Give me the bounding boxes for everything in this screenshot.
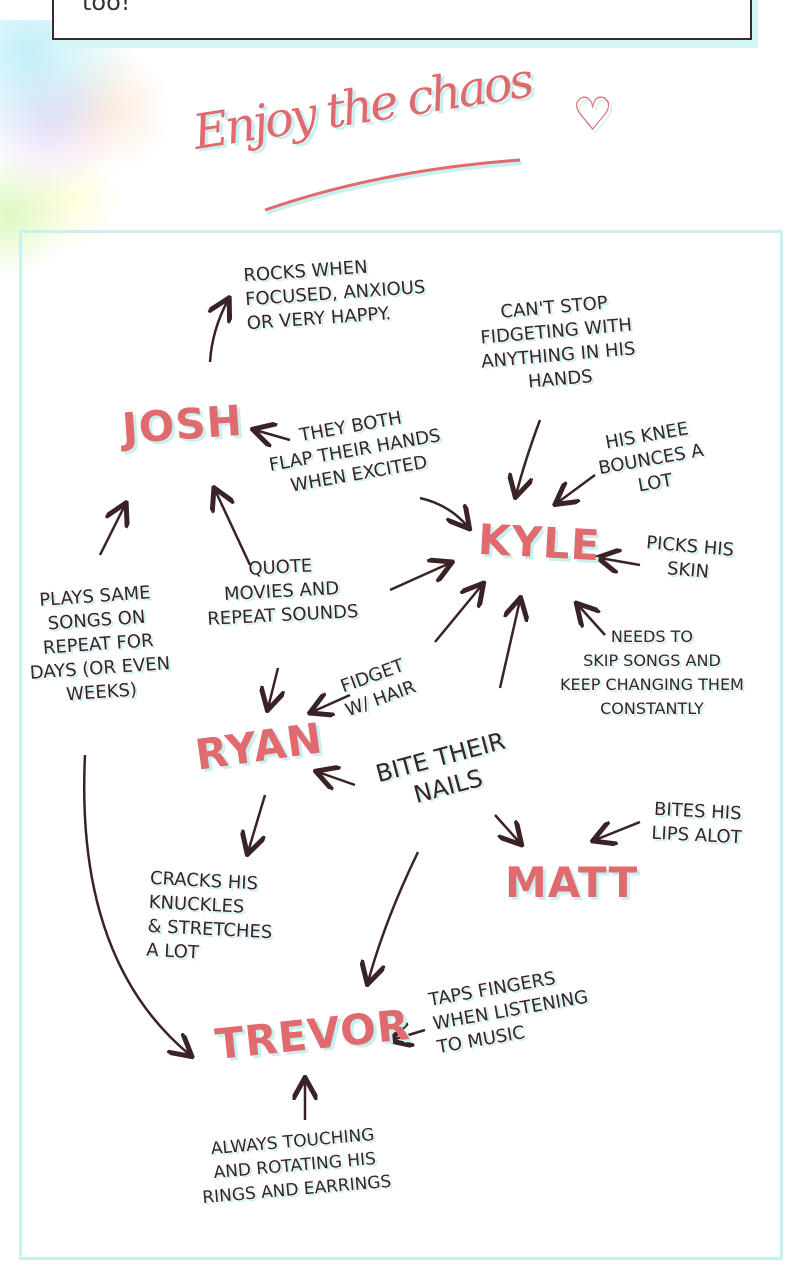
arrow	[578, 605, 606, 636]
arrow	[494, 814, 520, 843]
note-plays-songs: Plays same songs on repeat for days (or …	[29, 582, 171, 706]
heart-icon: ♡	[572, 87, 614, 141]
arrow	[215, 490, 252, 566]
arrow	[516, 419, 542, 495]
name-matt: MATT	[505, 858, 639, 907]
arrow	[434, 585, 482, 643]
note-quote-movies: Quote movies and repeat sounds	[206, 555, 359, 630]
note-cracks-knuckles: Cracks his knuckles & stretches a lot	[145, 867, 273, 964]
arrow	[419, 496, 468, 527]
top-text-box: too!	[52, 0, 752, 40]
arrow	[98, 505, 125, 556]
arrow	[255, 430, 291, 440]
note-picks-skin: Picks his skin	[645, 532, 735, 583]
arrow	[368, 851, 420, 982]
stim-diagram	[19, 230, 783, 1260]
arrow	[318, 772, 356, 785]
arrow	[312, 695, 351, 712]
arrow	[557, 473, 596, 503]
note-kyle-fidget: Can't stop fidgeting with anything in hi…	[479, 292, 637, 393]
arrow	[210, 300, 228, 363]
note-skip-songs: Needs to skip songs and keep changing th…	[560, 627, 744, 718]
arrow	[595, 820, 641, 840]
title-underline	[264, 158, 523, 215]
arrow	[600, 558, 641, 565]
note-josh-rocks: Rocks when focused, anxious or very happ…	[242, 256, 427, 335]
top-box-text: too!	[82, 0, 131, 16]
watercolor-splash	[0, 20, 170, 320]
arrow	[248, 794, 267, 852]
arrow	[268, 667, 278, 708]
name-josh: JOSH	[120, 395, 245, 454]
arrow	[498, 600, 520, 689]
arrow	[392, 1030, 426, 1040]
note-bites-lips: Bites his lips alot	[650, 798, 743, 849]
name-kyle: KYLE	[476, 514, 602, 571]
arrow	[83, 754, 190, 1055]
arrow	[389, 563, 450, 592]
